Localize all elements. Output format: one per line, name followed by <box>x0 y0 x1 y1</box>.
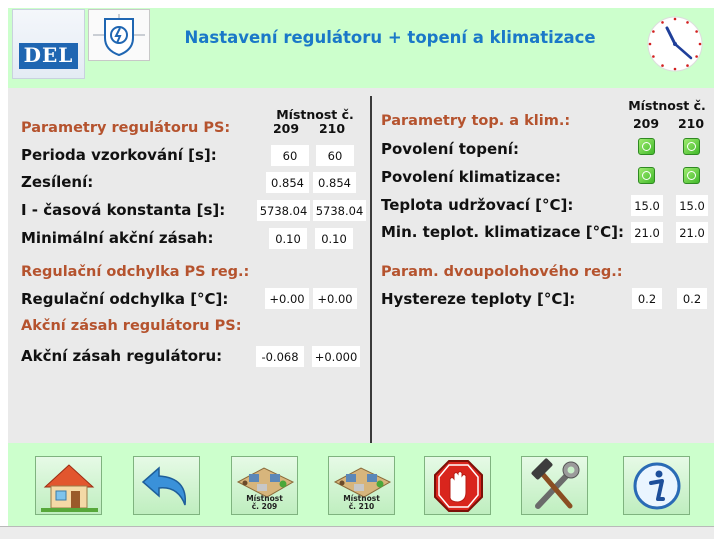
room-209-caption-line2: č. 209 <box>251 502 278 511</box>
label-min-action: Minimální akční zásah: <box>21 229 214 247</box>
input-hold-temp-209[interactable]: 15.0 <box>631 195 663 216</box>
input-time-constant-209[interactable]: 5738.04 <box>257 200 310 221</box>
label-action-intervention: Akční zásah regulátoru: <box>21 347 223 365</box>
label-hold-temperature: Teplota udržovací [°C]: <box>381 196 574 214</box>
room-210-caption-line2: č. 210 <box>348 502 375 511</box>
room-209-header-left: 209 <box>272 121 300 136</box>
value-action-210: +0.000 <box>312 346 360 367</box>
section-regulator-params: Parametry regulátoru PS: <box>21 120 231 136</box>
label-cooling-enable: Povolení klimatizace: <box>381 168 561 186</box>
value-deviation-209: +0.00 <box>265 288 309 309</box>
input-min-action-209[interactable]: 0.10 <box>269 228 307 249</box>
room-210-header-right: 210 <box>677 116 705 131</box>
column-divider <box>370 96 372 446</box>
tools-icon <box>531 458 580 509</box>
toggle-cooling-209[interactable] <box>638 167 655 184</box>
home-icon <box>41 464 98 512</box>
toggle-cooling-210[interactable] <box>683 167 700 184</box>
info-icon <box>633 462 681 510</box>
section-regulation-deviation: Regulační odchylka PS reg.: <box>21 264 250 280</box>
clock-icon <box>645 14 705 78</box>
input-sampling-period-210[interactable]: 60 <box>316 145 354 166</box>
page-title: Nastavení regulátoru + topení a klimatiz… <box>184 28 596 47</box>
room-209-caption-line1: Místnost <box>246 494 283 503</box>
input-time-constant-210[interactable]: 5738.04 <box>313 200 366 221</box>
stop-hand-icon <box>434 460 483 512</box>
section-two-position-reg: Param. dvoupolohového reg.: <box>381 264 623 280</box>
label-gain: Zesílení: <box>21 173 94 191</box>
value-deviation-210: +0.00 <box>313 288 357 309</box>
toggle-heating-209[interactable] <box>638 138 655 155</box>
input-gain-210[interactable]: 0.854 <box>313 172 356 193</box>
room-210-caption-line1: Místnost <box>343 494 380 503</box>
tools-button[interactable] <box>521 456 588 515</box>
room-number-header-left: Místnost č. <box>276 107 354 122</box>
room-209-icon <box>236 467 295 498</box>
input-hold-temp-210[interactable]: 15.0 <box>676 195 708 216</box>
home-button[interactable] <box>35 456 102 515</box>
room-209-header-right: 209 <box>632 116 660 131</box>
input-hysteresis-210[interactable]: 0.2 <box>677 288 707 309</box>
toggle-heating-210[interactable] <box>683 138 700 155</box>
input-sampling-period-209[interactable]: 60 <box>271 145 309 166</box>
room-number-header-right: Místnost č. <box>628 98 706 113</box>
del-logo: DEL <box>12 9 85 79</box>
section-action-intervention: Akční zásah regulátoru PS: <box>21 318 242 334</box>
label-sampling-period: Perioda vzorkování [s]: <box>21 146 217 164</box>
value-action-209: -0.068 <box>256 346 304 367</box>
label-regulation-deviation: Regulační odchylka [°C]: <box>21 290 229 308</box>
input-min-cool-temp-210[interactable]: 21.0 <box>676 222 708 243</box>
input-gain-209[interactable]: 0.854 <box>266 172 309 193</box>
back-button[interactable] <box>133 456 200 515</box>
crest-logo <box>88 9 150 61</box>
stop-button[interactable] <box>424 456 491 515</box>
back-arrow-icon <box>141 466 186 506</box>
input-hysteresis-209[interactable]: 0.2 <box>632 288 662 309</box>
input-min-action-210[interactable]: 0.10 <box>315 228 353 249</box>
label-heating-enable: Povolení topení: <box>381 140 519 158</box>
room-210-header-left: 210 <box>318 121 346 136</box>
label-min-cooling-temp: Min. teplot. klimatizace [°C]: <box>381 223 624 241</box>
info-button[interactable] <box>623 456 690 515</box>
settings-panel <box>8 88 714 443</box>
label-time-constant: I - časová konstanta [s]: <box>21 201 226 219</box>
del-logo-text: DEL <box>23 43 74 67</box>
section-heating-cooling-params: Parametry top. a klim.: <box>381 113 571 129</box>
status-strip <box>0 526 714 539</box>
room-210-icon <box>333 467 392 498</box>
label-hysteresis: Hystereze teploty [°C]: <box>381 290 576 308</box>
input-min-cool-temp-209[interactable]: 21.0 <box>631 222 663 243</box>
